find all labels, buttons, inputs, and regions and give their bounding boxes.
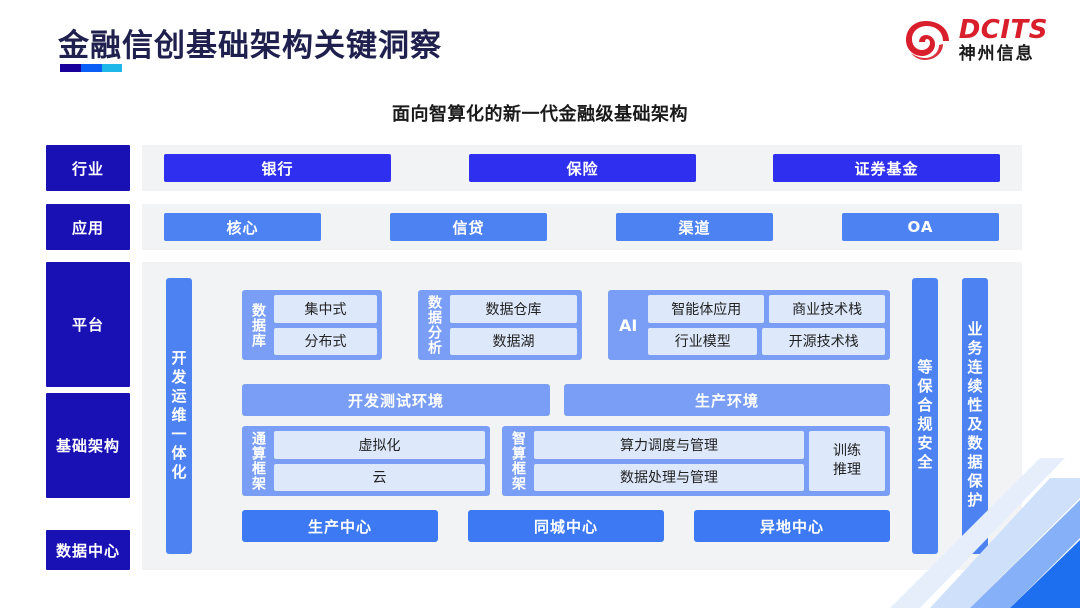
group-items: 虚拟化 云 [274,431,485,491]
sidebar-item-datacenter[interactable]: 数据中心 [46,530,130,570]
logo-text-en: DCITS [958,15,1048,45]
group-label: 智算框架 [510,431,526,491]
sidebar-item-label: 基础架构 [55,437,120,455]
application-row: 核心 信贷 渠道 OA [142,204,1022,250]
group-label: AI [619,315,638,335]
application-box-credit[interactable]: 信贷 [390,213,547,241]
environment-bar-dev-test[interactable]: 开发测试环境 [242,384,550,416]
application-box-label: 信贷 [452,218,485,237]
infra-group-general-compute-framework[interactable]: 通算框架 虚拟化 云 [242,426,490,496]
industry-box-label: 保险 [566,159,599,178]
industry-box-insurance[interactable]: 保险 [469,154,696,182]
sidebar-item-label: 行业 [71,159,104,178]
datacenter-box-production[interactable]: 生产中心 [242,510,438,542]
application-box-label: 核心 [226,218,259,237]
accent-segment-cyan [101,64,122,72]
group-items: 数据仓库 数据湖 [450,295,577,355]
platform-infrastructure-panel: 开发运维一体化 等保合规安全 数据库 集中式 分布式 数据分析 数据仓库 数据湖… [142,262,1022,570]
industry-box-bank[interactable]: 银行 [164,154,391,182]
train-label: 训练 [833,443,861,460]
accent-segment-blue [81,64,102,72]
sidebar-item-application[interactable]: 应用 [46,204,130,250]
ai-item-commercial-stack[interactable]: 商业技术栈 [769,295,885,323]
infra-item-data-processing[interactable]: 数据处理与管理 [534,463,804,491]
sidebar-item-label: 数据中心 [55,541,120,560]
ai-item-industry-model[interactable]: 行业模型 [648,327,758,355]
infra-item-compute-scheduling[interactable]: 算力调度与管理 [534,431,804,459]
business-continuity-vertical-bar[interactable]: 业务连续性及数据保护 [962,278,988,554]
application-box-oa[interactable]: OA [842,213,999,241]
sidebar-item-label: 应用 [71,218,104,237]
infra-item-cloud[interactable]: 云 [274,463,485,491]
compliance-bar-label: 等保合规安全 [915,359,934,473]
sidebar-item-label: 平台 [71,316,104,334]
page-title: 金融信创基础架构关键洞察 [58,28,442,64]
group-row: 行业模型 开源技术栈 [648,327,885,355]
brand-logo: DCITS 神州信息 [903,16,1048,64]
diagram-subtitle: 面向智算化的新一代金融级基础架构 [392,104,688,125]
industry-box-label: 证券基金 [854,159,919,178]
title-accent-rule [60,64,122,72]
logo-wordmark: DCITS 神州信息 [959,17,1048,63]
environment-bar-label: 生产环境 [694,391,759,410]
application-box-channel[interactable]: 渠道 [616,213,773,241]
group-item-data-lake[interactable]: 数据湖 [450,327,577,355]
platform-group-database[interactable]: 数据库 集中式 分布式 [242,290,382,360]
page-header: 金融信创基础架构关键洞察 DCITS 神州信息 [0,0,1080,90]
datacenter-box-label: 同城中心 [533,517,598,536]
infra-item-virtualization[interactable]: 虚拟化 [274,431,485,459]
environment-bar-label: 开发测试环境 [347,391,444,410]
business-continuity-bar-label: 业务连续性及数据保护 [965,321,984,511]
platform-group-ai[interactable]: AI 智能体应用 商业技术栈 行业模型 开源技术栈 [608,290,890,360]
datacenter-box-label: 生产中心 [307,517,372,536]
datacenter-box-same-city[interactable]: 同城中心 [468,510,664,542]
devops-bar-label: 开发运维一体化 [169,349,188,483]
group-items: 集中式 分布式 [274,295,377,355]
group-item-distributed[interactable]: 分布式 [274,327,377,355]
environment-bar-production[interactable]: 生产环境 [564,384,890,416]
group-label: 数据库 [250,302,266,348]
sidebar-item-platform[interactable]: 平台 [46,262,130,387]
ai-item-agent-application[interactable]: 智能体应用 [648,295,765,323]
inference-label: 推理 [833,462,861,478]
infra-group-intelligent-compute-framework[interactable]: 智算框架 算力调度与管理 数据处理与管理 训练 推理 [502,426,890,496]
application-box-label: 渠道 [678,218,711,237]
application-box-label: OA [907,218,934,236]
industry-box-label: 银行 [261,159,294,178]
group-row: 智能体应用 商业技术栈 [648,295,885,323]
group-label: 通算框架 [250,431,266,491]
group-items: 智能体应用 商业技术栈 行业模型 开源技术栈 [648,295,885,355]
sidebar-item-infrastructure[interactable]: 基础架构 [46,393,130,498]
group-item-centralized[interactable]: 集中式 [274,295,377,323]
industry-box-securities-fund[interactable]: 证券基金 [773,154,1000,182]
platform-group-data-analytics[interactable]: 数据分析 数据仓库 数据湖 [418,290,582,360]
sidebar-item-industry[interactable]: 行业 [46,145,130,191]
compliance-security-vertical-bar[interactable]: 等保合规安全 [912,278,938,554]
group-item-data-warehouse[interactable]: 数据仓库 [450,295,577,323]
group-items: 算力调度与管理 数据处理与管理 [534,431,804,491]
group-label: 数据分析 [426,295,442,355]
application-box-core[interactable]: 核心 [164,213,321,241]
devops-vertical-bar[interactable]: 开发运维一体化 [166,278,192,554]
datacenter-box-remote[interactable]: 异地中心 [694,510,890,542]
datacenter-box-label: 异地中心 [759,517,824,536]
industry-row: 银行 保险 证券基金 [142,145,1022,191]
ai-item-opensource-stack[interactable]: 开源技术栈 [762,327,885,355]
logo-text-cn: 神州信息 [958,44,1035,64]
accent-segment-navy [60,64,82,72]
infra-item-train-inference[interactable]: 训练 推理 [809,431,885,491]
dcits-swirl-icon [903,16,951,64]
